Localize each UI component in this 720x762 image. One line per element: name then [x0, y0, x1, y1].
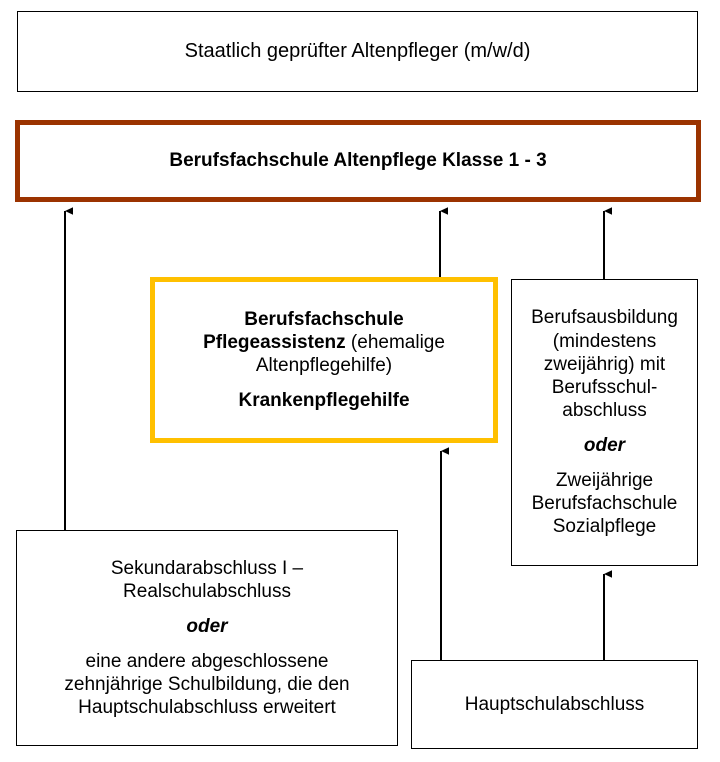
- node-qualification-altenpfleger: Staatlich geprüfter Altenpfleger (m/w/d): [17, 11, 698, 92]
- sekundarabschluss-line-2: Realschulabschluss: [123, 580, 291, 602]
- pflegeassistenz-line-3: Altenpflegehilfe): [255, 355, 393, 377]
- pflegeassistenz-line-1: Berufsfachschule: [244, 308, 404, 330]
- berufsausbildung-line-4: Berufsschul-: [551, 376, 658, 398]
- node-hauptschulabschluss: Hauptschulabschluss: [411, 660, 698, 749]
- node-hauptschulabschluss-label: Hauptschulabschluss: [464, 693, 645, 715]
- berufsausbildung-line-6: Zweijährige: [555, 470, 654, 492]
- berufsausbildung-line-7: Berufsfachschule: [531, 493, 678, 515]
- node-berufsfachschule-altenpflege-label: Berufsfachschule Altenpflege Klasse 1 - …: [169, 150, 547, 172]
- sekundarabschluss-line-5: Hauptschulabschluss erweitert: [78, 697, 336, 719]
- berufsausbildung-line-1: Berufsausbildung: [531, 307, 678, 329]
- node-berufsfachschule-pflegeassistenz: Berufsfachschule Pflegeassistenz (ehemal…: [150, 277, 498, 443]
- berufsausbildung-oder-connector: oder: [583, 435, 626, 457]
- pflegeassistenz-line-4: Krankenpflegehilfe: [238, 390, 410, 412]
- node-berufsausbildung-sozialpflege: Berufsausbildung (mindestens zweijährig)…: [511, 279, 698, 566]
- node-sekundarabschluss: Sekundarabschluss I – Realschulabschluss…: [16, 530, 398, 746]
- node-berufsfachschule-altenpflege: Berufsfachschule Altenpflege Klasse 1 - …: [15, 120, 701, 202]
- pflegeassistenz-line-2-regular: (ehemalige: [345, 331, 445, 353]
- sekundarabschluss-line-1: Sekundarabschluss I –: [110, 557, 304, 579]
- pflegeassistenz-line-2: Pflegeassistenz (ehemalige: [203, 331, 445, 354]
- sekundarabschluss-line-3: eine andere abgeschlossene: [85, 650, 329, 672]
- sekundarabschluss-oder-connector: oder: [186, 615, 228, 637]
- pflegeassistenz-line-2-bold: Pflegeassistenz: [203, 331, 346, 353]
- node-qualification-label: Staatlich geprüfter Altenpfleger (m/w/d): [184, 40, 531, 63]
- berufsausbildung-line-3: zweijährig) mit: [543, 353, 666, 375]
- sekundarabschluss-line-4: zehnjährige Schulbildung, die den: [64, 673, 350, 695]
- berufsausbildung-line-8: Sozialpflege: [552, 516, 657, 538]
- berufsausbildung-line-5: abschluss: [562, 400, 647, 422]
- berufsausbildung-line-2: (mindestens: [552, 330, 657, 352]
